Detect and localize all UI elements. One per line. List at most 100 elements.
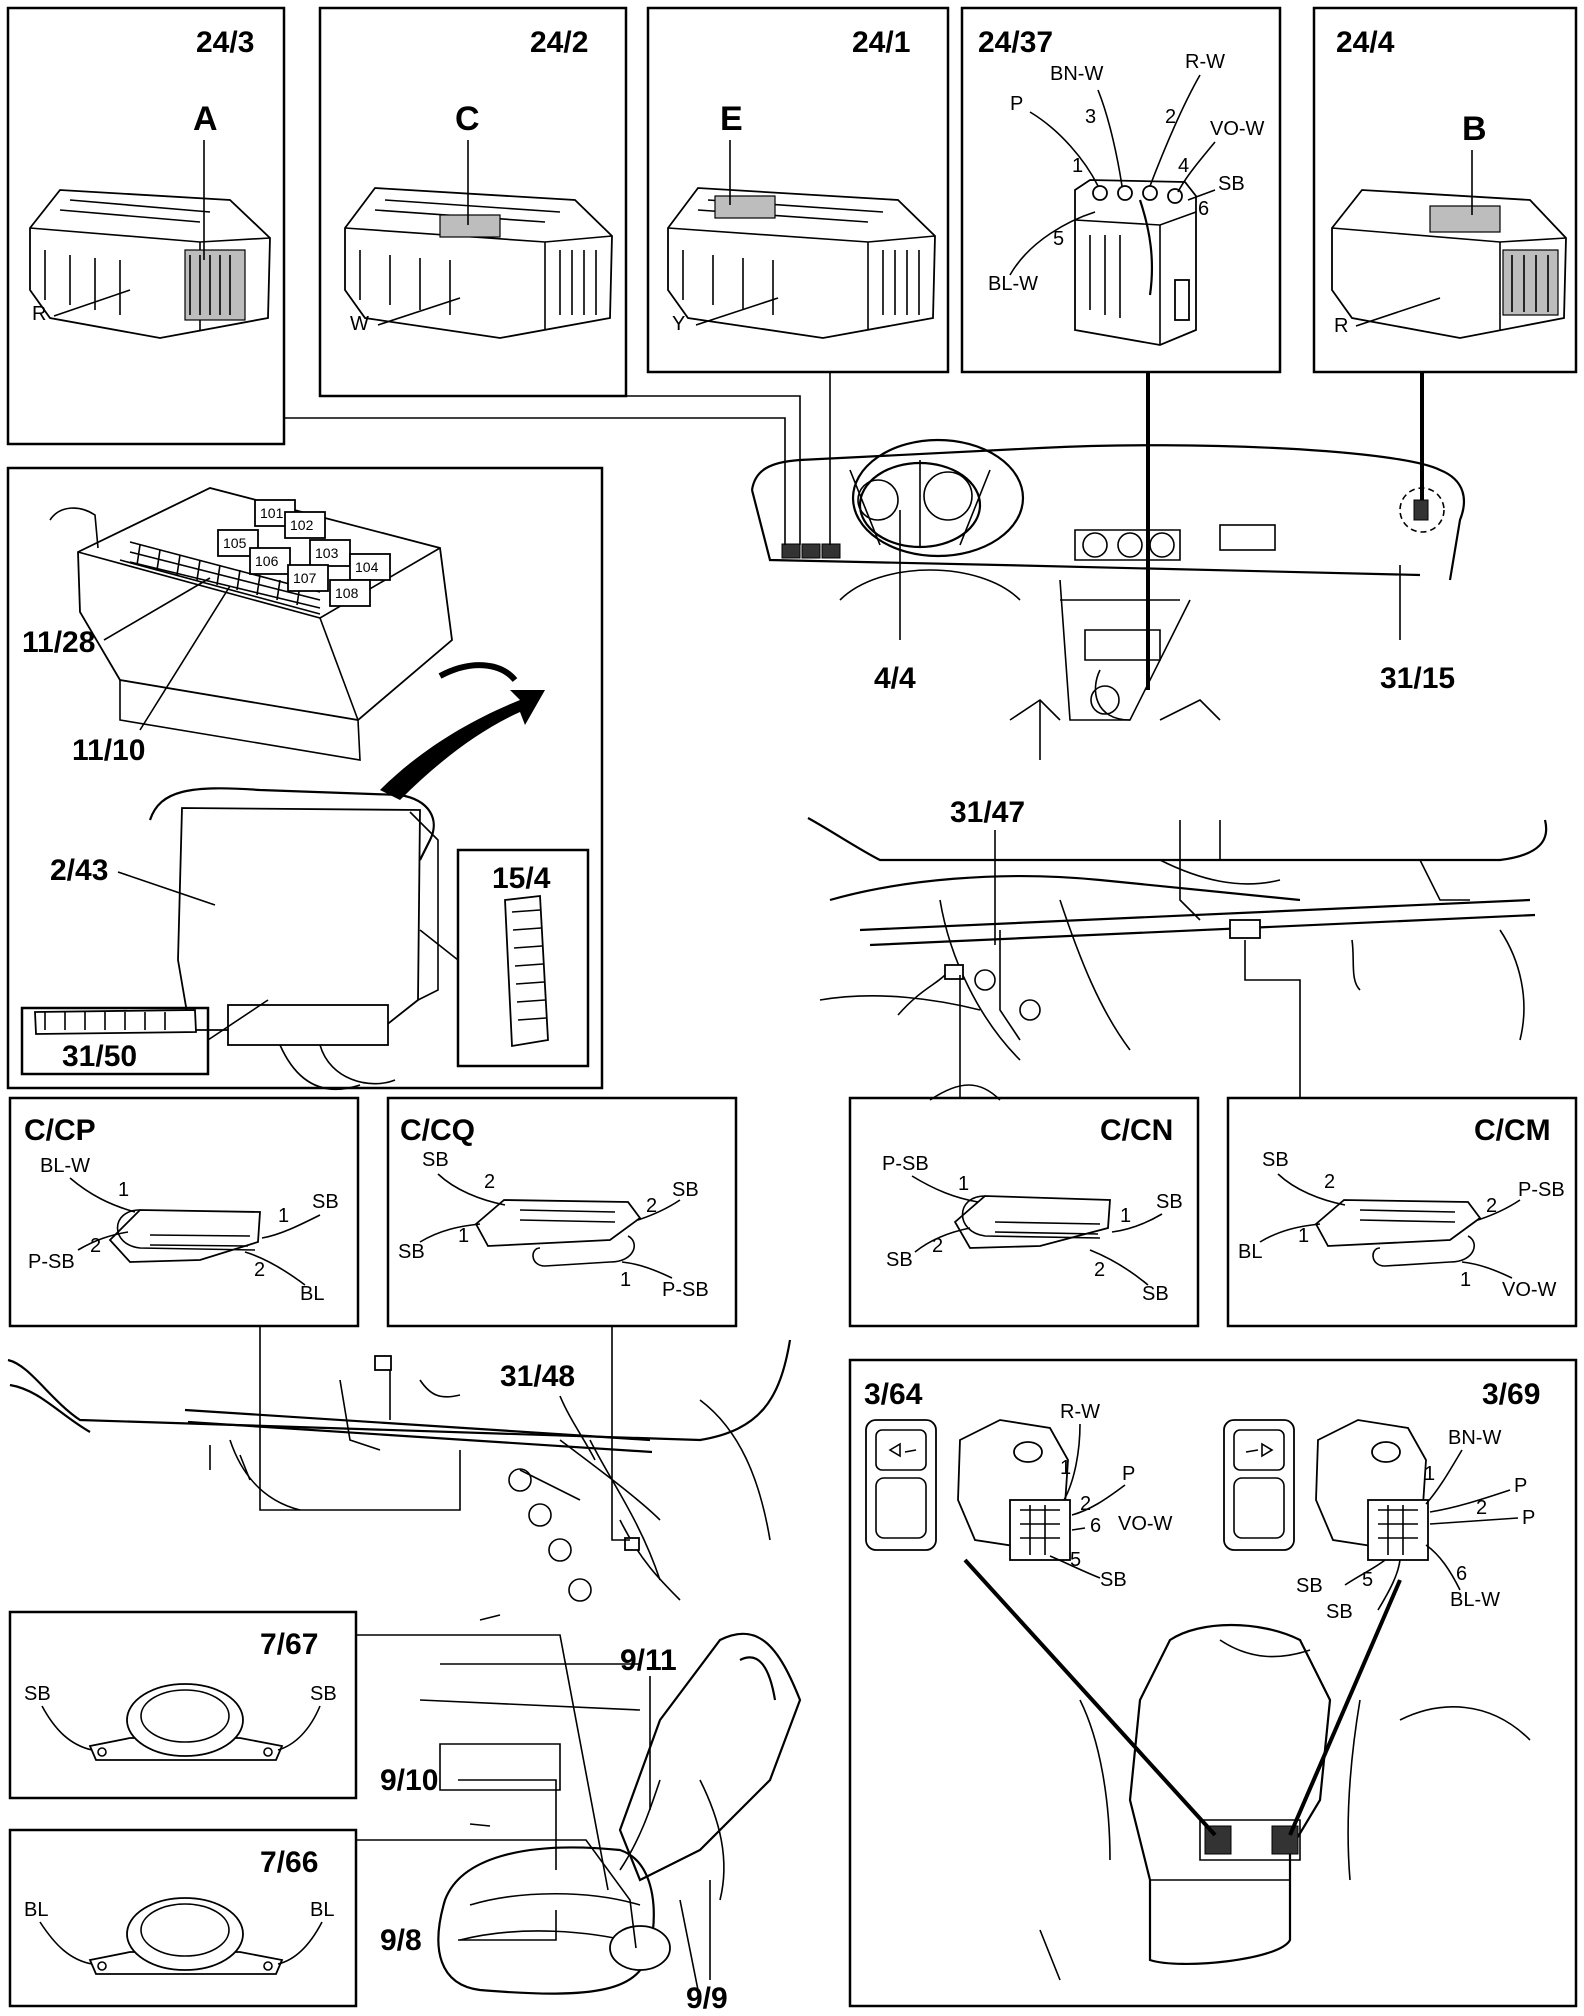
pin-6b: 6 bbox=[1456, 1563, 1467, 1585]
fuse-107: 107 bbox=[293, 570, 317, 586]
panel-c-cp: C/CP BL-W 1 P-SB 2 SB 1 BL 2 bbox=[8, 1096, 360, 1328]
panel-24-37: 24/37 P 1 BN-W 3 R-W 2 VO-W 4 SB 6 BL-W … bbox=[960, 6, 1282, 374]
panel-24-4-letter: B bbox=[1462, 110, 1487, 148]
panel-24-3-color: R bbox=[32, 303, 46, 325]
panel-24-2: 24/2 C W bbox=[318, 6, 628, 398]
wire-label-bn-w: BN-W bbox=[1050, 63, 1103, 85]
seat-switch-right-icon bbox=[1223, 1419, 1295, 1551]
pin-2: 2 bbox=[1080, 1493, 1091, 1515]
pin-2: 2 bbox=[1324, 1171, 1335, 1193]
connector-24-37-icon bbox=[1074, 179, 1197, 346]
ref-3-69: 3/69 bbox=[1482, 1378, 1540, 1411]
wire-label-left: BL bbox=[24, 1899, 48, 1921]
ref-4-4: 4/4 bbox=[874, 662, 916, 695]
connector-c-cq-icon bbox=[474, 1199, 642, 1267]
wire-label-sb: SB bbox=[422, 1149, 449, 1171]
wire-label-p: P bbox=[1122, 1463, 1135, 1485]
pin-1b: 1 bbox=[1120, 1205, 1131, 1227]
connector-c-cp-icon bbox=[108, 1209, 261, 1263]
wire-label-vo-w: VO-W bbox=[1502, 1279, 1557, 1301]
panel-24-2-color: W bbox=[350, 313, 369, 335]
seat-view: 9/11 9/10 9/8 9/9 bbox=[356, 1632, 802, 2015]
wire-label-bl: BL bbox=[300, 1283, 324, 1305]
seat-switch-left-icon bbox=[865, 1419, 937, 1551]
panel-24-4-color: R bbox=[1334, 315, 1348, 337]
pin-2: 2 bbox=[1165, 106, 1176, 128]
wire-label-bl-w: BL-W bbox=[988, 273, 1038, 295]
ref-15-4: 15/4 bbox=[492, 862, 551, 895]
pin-2: 2 bbox=[484, 1171, 495, 1193]
pin-5b: 5 bbox=[1362, 1569, 1373, 1591]
fusebox-icon: 101 102 105 106 103 107 104 108 bbox=[49, 487, 453, 761]
panel-24-4: 24/4 B R bbox=[1312, 6, 1578, 374]
floor-rear-view: 31/48 bbox=[7, 1326, 792, 1621]
wire-label-bl-w: BL-W bbox=[40, 1155, 90, 1177]
wire-label-bl: BL bbox=[1238, 1241, 1262, 1263]
panel-24-3-ref: 24/3 bbox=[196, 26, 254, 59]
ref-7-67: 7/67 bbox=[260, 1628, 318, 1661]
panel-24-3: 24/3 A R bbox=[6, 6, 286, 446]
fuse-101: 101 bbox=[260, 505, 284, 521]
fuse-103: 103 bbox=[315, 545, 339, 561]
panel-7-66: 7/66 BL BL bbox=[8, 1828, 358, 2008]
wire-label-r-w: R-W bbox=[1060, 1401, 1100, 1423]
pin-1: 1 bbox=[1060, 1457, 1071, 1479]
panel-c-cm: C/CM SB 2 BL 1 P-SB 2 VO-W 1 bbox=[1226, 1096, 1578, 1328]
wire-label-sb-b: SB bbox=[398, 1241, 425, 1263]
pin-6: 6 bbox=[1090, 1515, 1101, 1537]
floor-front-view: 31/47 bbox=[807, 796, 1548, 1101]
panel-seat-switches: 3/64 3/69 R-W 1 P 2 VO-W 6 SB 5 bbox=[848, 1358, 1578, 2008]
wire-label-sb-a: SB bbox=[1296, 1575, 1323, 1597]
ref-9-8: 9/8 bbox=[380, 1924, 422, 1957]
panel-24-1: 24/1 E Y bbox=[646, 6, 950, 374]
pin-2b: 2 bbox=[1094, 1259, 1105, 1281]
connector-31-50-icon bbox=[34, 1009, 197, 1035]
pin-3: 3 bbox=[1085, 106, 1096, 128]
pin-2: 2 bbox=[932, 1235, 943, 1257]
switch-connector-left-icon bbox=[957, 1419, 1071, 1561]
panel-24-1-letter: E bbox=[720, 100, 743, 138]
panel-24-4-ref: 24/4 bbox=[1336, 26, 1395, 59]
wire-label-p-b: P bbox=[1522, 1507, 1535, 1529]
panel-c-cm-ref: C/CM bbox=[1474, 1114, 1551, 1147]
pin-1: 1 bbox=[1298, 1225, 1309, 1247]
pin-2b: 2 bbox=[646, 1195, 657, 1217]
wire-label-right: BL bbox=[310, 1899, 334, 1921]
panel-24-1-color: Y bbox=[672, 313, 685, 335]
pin-1: 1 bbox=[118, 1179, 129, 1201]
panel-c-cp-ref: C/CP bbox=[24, 1114, 96, 1147]
arrow-icon bbox=[380, 690, 545, 800]
connector-15-4-icon bbox=[504, 894, 549, 1048]
ref-11-10: 11/10 bbox=[72, 734, 145, 767]
ref-9-9: 9/9 bbox=[686, 1982, 728, 2015]
panel-24-37-ref: 24/37 bbox=[978, 26, 1053, 59]
wire-label-sb: SB bbox=[1218, 173, 1245, 195]
rear-console-icon bbox=[1039, 1623, 1531, 1981]
pin-1b: 1 bbox=[1424, 1463, 1435, 1485]
ref-9-11: 9/11 bbox=[620, 1644, 677, 1677]
relay-box-icon bbox=[148, 787, 439, 1091]
wire-label-p: P bbox=[1010, 93, 1023, 115]
fuse-106: 106 bbox=[255, 553, 279, 569]
wire-label-left: SB bbox=[24, 1683, 51, 1705]
pin-1b: 1 bbox=[1460, 1269, 1471, 1291]
connector-24-3-icon bbox=[29, 189, 271, 339]
pin-4: 4 bbox=[1178, 155, 1189, 177]
dashboard-view: 4/4 31/15 bbox=[284, 372, 1466, 760]
wire-label-sb-c: SB bbox=[672, 1179, 699, 1201]
wire-label-bn-w: BN-W bbox=[1448, 1427, 1501, 1449]
panel-c-cn: C/CN P-SB 1 SB 2 SB 1 SB 2 bbox=[848, 1096, 1200, 1328]
ref-31-15: 31/15 bbox=[1380, 662, 1455, 695]
pin-1b: 1 bbox=[278, 1205, 289, 1227]
panel-c-cn-ref: C/CN bbox=[1100, 1114, 1173, 1147]
pin-1: 1 bbox=[1072, 155, 1083, 177]
seat-heater-icon-a bbox=[88, 1683, 284, 1761]
switch-connector-right-icon bbox=[1315, 1419, 1429, 1561]
wire-label-sb: SB bbox=[1100, 1569, 1127, 1591]
fuse-102: 102 bbox=[290, 517, 314, 533]
panel-c-cq: C/CQ SB 2 SB 1 SB 2 P-SB 1 bbox=[386, 1096, 738, 1328]
pin-2: 2 bbox=[90, 1235, 101, 1257]
connector-24-1-icon bbox=[667, 187, 936, 339]
panel-24-2-ref: 24/2 bbox=[530, 26, 588, 59]
